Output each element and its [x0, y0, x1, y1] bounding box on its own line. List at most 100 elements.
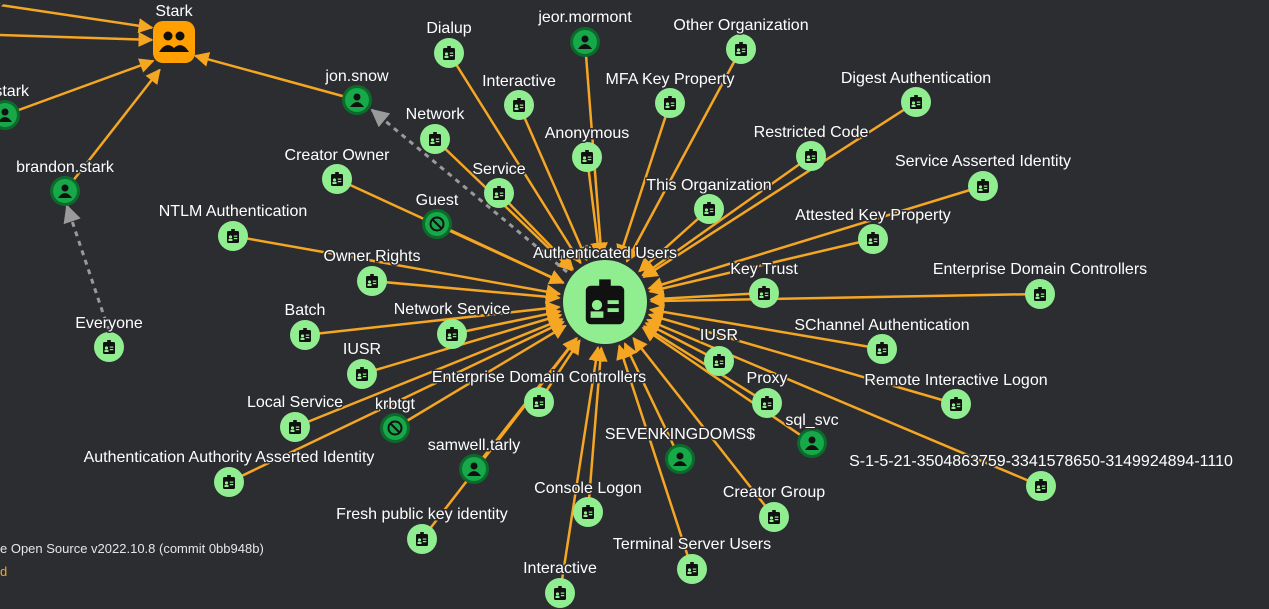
- graph-node[interactable]: Local Service: [245, 393, 345, 442]
- graph-node[interactable]: Network: [404, 105, 467, 154]
- graph-node[interactable]: Other Organization: [672, 16, 810, 64]
- edge-to-authenticated-users[interactable]: [586, 346, 608, 513]
- graph-node[interactable]: Digest Authentication: [839, 69, 993, 117]
- edge-to-authenticated-users[interactable]: [394, 324, 567, 430]
- edge-to-stark[interactable]: [64, 68, 161, 192]
- edge-to-authenticated-users[interactable]: [647, 311, 957, 406]
- edge-to-authenticated-users[interactable]: [304, 301, 561, 337]
- edge-to-authenticated-users[interactable]: [641, 326, 813, 445]
- edge-to-stark[interactable]: [0, 32, 154, 47]
- graph-node[interactable]: Attested Key Property: [794, 206, 952, 254]
- edge-to-authenticated-users[interactable]: [371, 279, 561, 305]
- edge-to-authenticated-users[interactable]: [616, 344, 694, 570]
- card-icon-body: [761, 398, 773, 410]
- dashed-edge-everyone-to-brandon[interactable]: [63, 204, 111, 332]
- edge-to-authenticated-users[interactable]: [451, 306, 562, 336]
- graph-node[interactable]: SEVENKINGDOMS$: [603, 425, 757, 474]
- edge-to-stark[interactable]: [0, 3, 154, 34]
- graph-node[interactable]: Service Asserted Identity: [893, 152, 1073, 201]
- edge-to-authenticated-users[interactable]: [421, 337, 578, 540]
- graph-node[interactable]: Authentication Authority Asserted Identi…: [82, 448, 376, 497]
- edge-to-authenticated-users[interactable]: [638, 208, 710, 273]
- authenticated-users-node[interactable]: Authenticated Users: [531, 244, 679, 344]
- graph-node[interactable]: Service: [471, 160, 527, 208]
- disabled-icon-slash: [431, 218, 443, 230]
- card-icon-person: [704, 212, 709, 214]
- graph-node[interactable]: Owner Rights: [322, 247, 422, 296]
- edge-to-authenticated-users[interactable]: [447, 52, 582, 265]
- card-icon-line: [811, 155, 816, 157]
- stark-member-node[interactable]: brandon.stark: [15, 158, 116, 206]
- edge-to-authenticated-users[interactable]: [648, 304, 883, 351]
- edge-to-authenticated-users[interactable]: [648, 237, 874, 296]
- graph-node[interactable]: samwell.tarly: [426, 436, 522, 484]
- graph-node[interactable]: Guest: [414, 191, 460, 239]
- edge-to-authenticated-users[interactable]: [616, 102, 672, 260]
- graph-node[interactable]: Interactive: [522, 559, 599, 608]
- graph-node[interactable]: krbtgt: [373, 395, 417, 443]
- node-label: IUSR: [343, 341, 381, 358]
- edge-to-authenticated-users[interactable]: [647, 184, 984, 292]
- edge-to-authenticated-users[interactable]: [436, 222, 565, 284]
- card-icon-body: [703, 204, 715, 216]
- card-icon-line: [882, 351, 887, 353]
- graph-node[interactable]: Console Logon: [533, 479, 643, 527]
- edge-to-stark[interactable]: [193, 52, 358, 102]
- graph-node[interactable]: Anonymous: [543, 124, 631, 172]
- graph-node[interactable]: Restricted Code: [752, 123, 870, 171]
- edge-to-stark[interactable]: [4, 58, 155, 117]
- edge-to-authenticated-users[interactable]: [641, 154, 812, 277]
- card-icon-person: [332, 182, 337, 184]
- graph-node[interactable]: jeor.mormont: [536, 8, 634, 57]
- edge-to-authenticated-users[interactable]: [558, 345, 604, 594]
- graph-node[interactable]: Proxy: [745, 369, 789, 418]
- edge-to-authenticated-users[interactable]: [649, 291, 765, 307]
- edge-to-authenticated-users[interactable]: [632, 336, 775, 518]
- edge-to-authenticated-users[interactable]: [623, 342, 682, 460]
- graph-node[interactable]: NTLM Authentication: [157, 202, 309, 251]
- card-icon-body: [910, 97, 922, 109]
- card-icon-body: [1034, 289, 1046, 301]
- graph-node[interactable]: Batch: [283, 301, 327, 350]
- card-icon-line: [670, 105, 675, 107]
- edge-to-authenticated-users[interactable]: [517, 104, 589, 262]
- node-label: Fresh public key identity: [336, 506, 508, 523]
- graph-node[interactable]: Dialup: [425, 19, 473, 68]
- edge-to-authenticated-users[interactable]: [228, 320, 565, 484]
- node-label: Key Trust: [730, 261, 798, 278]
- stark-member-node[interactable]: jon.snow: [323, 67, 391, 115]
- graph-node[interactable]: Terminal Server Users: [611, 535, 773, 584]
- card-icon-line: [709, 208, 714, 210]
- everyone-node[interactable]: Everyone: [74, 314, 144, 362]
- edge-to-authenticated-users[interactable]: [642, 100, 917, 279]
- edge-to-authenticated-users[interactable]: [294, 317, 564, 429]
- graph-node[interactable]: Remote Interactive Logon: [863, 371, 1049, 419]
- dashed-edge-center-to-jon-snow[interactable]: [370, 108, 568, 274]
- graph-node[interactable]: IUSR: [698, 326, 740, 376]
- graph-node[interactable]: Key Trust: [729, 260, 800, 308]
- card-icon-clip: [360, 367, 364, 371]
- graph-node[interactable]: sql_svc: [784, 411, 840, 458]
- graph-node[interactable]: MFA Key Property: [604, 70, 736, 118]
- graph-node[interactable]: IUSR: [341, 340, 383, 389]
- graph-node[interactable]: Creator Owner: [283, 146, 392, 194]
- stark-member-node[interactable]: a.stark: [0, 82, 32, 130]
- graph-node[interactable]: S-1-5-21-3504863759-3341578650-314992489…: [848, 452, 1234, 501]
- stark-group-node[interactable]: Stark: [153, 2, 195, 63]
- graph-node[interactable]: Creator Group: [721, 483, 827, 532]
- edge-to-authenticated-users[interactable]: [625, 48, 743, 263]
- edge-to-authenticated-users[interactable]: [232, 234, 562, 299]
- graph-node[interactable]: Network Service: [392, 300, 512, 349]
- graph-node[interactable]: Enterprise Domain Controllers: [931, 260, 1149, 309]
- edge-to-authenticated-users[interactable]: [498, 192, 574, 271]
- graph-node[interactable]: SChannel Authentication: [793, 316, 971, 364]
- edge-to-authenticated-users[interactable]: [585, 156, 606, 258]
- graph-node[interactable]: Enterprise Domain Controllers: [430, 368, 648, 417]
- graph-node[interactable]: This Organization: [645, 176, 773, 224]
- card-icon-person: [582, 160, 587, 162]
- graph-node[interactable]: Interactive: [481, 72, 558, 120]
- graph-node[interactable]: Fresh public key identity: [335, 505, 509, 554]
- edge-to-authenticated-users[interactable]: [649, 292, 1041, 309]
- stark-node-shape[interactable]: [153, 21, 195, 63]
